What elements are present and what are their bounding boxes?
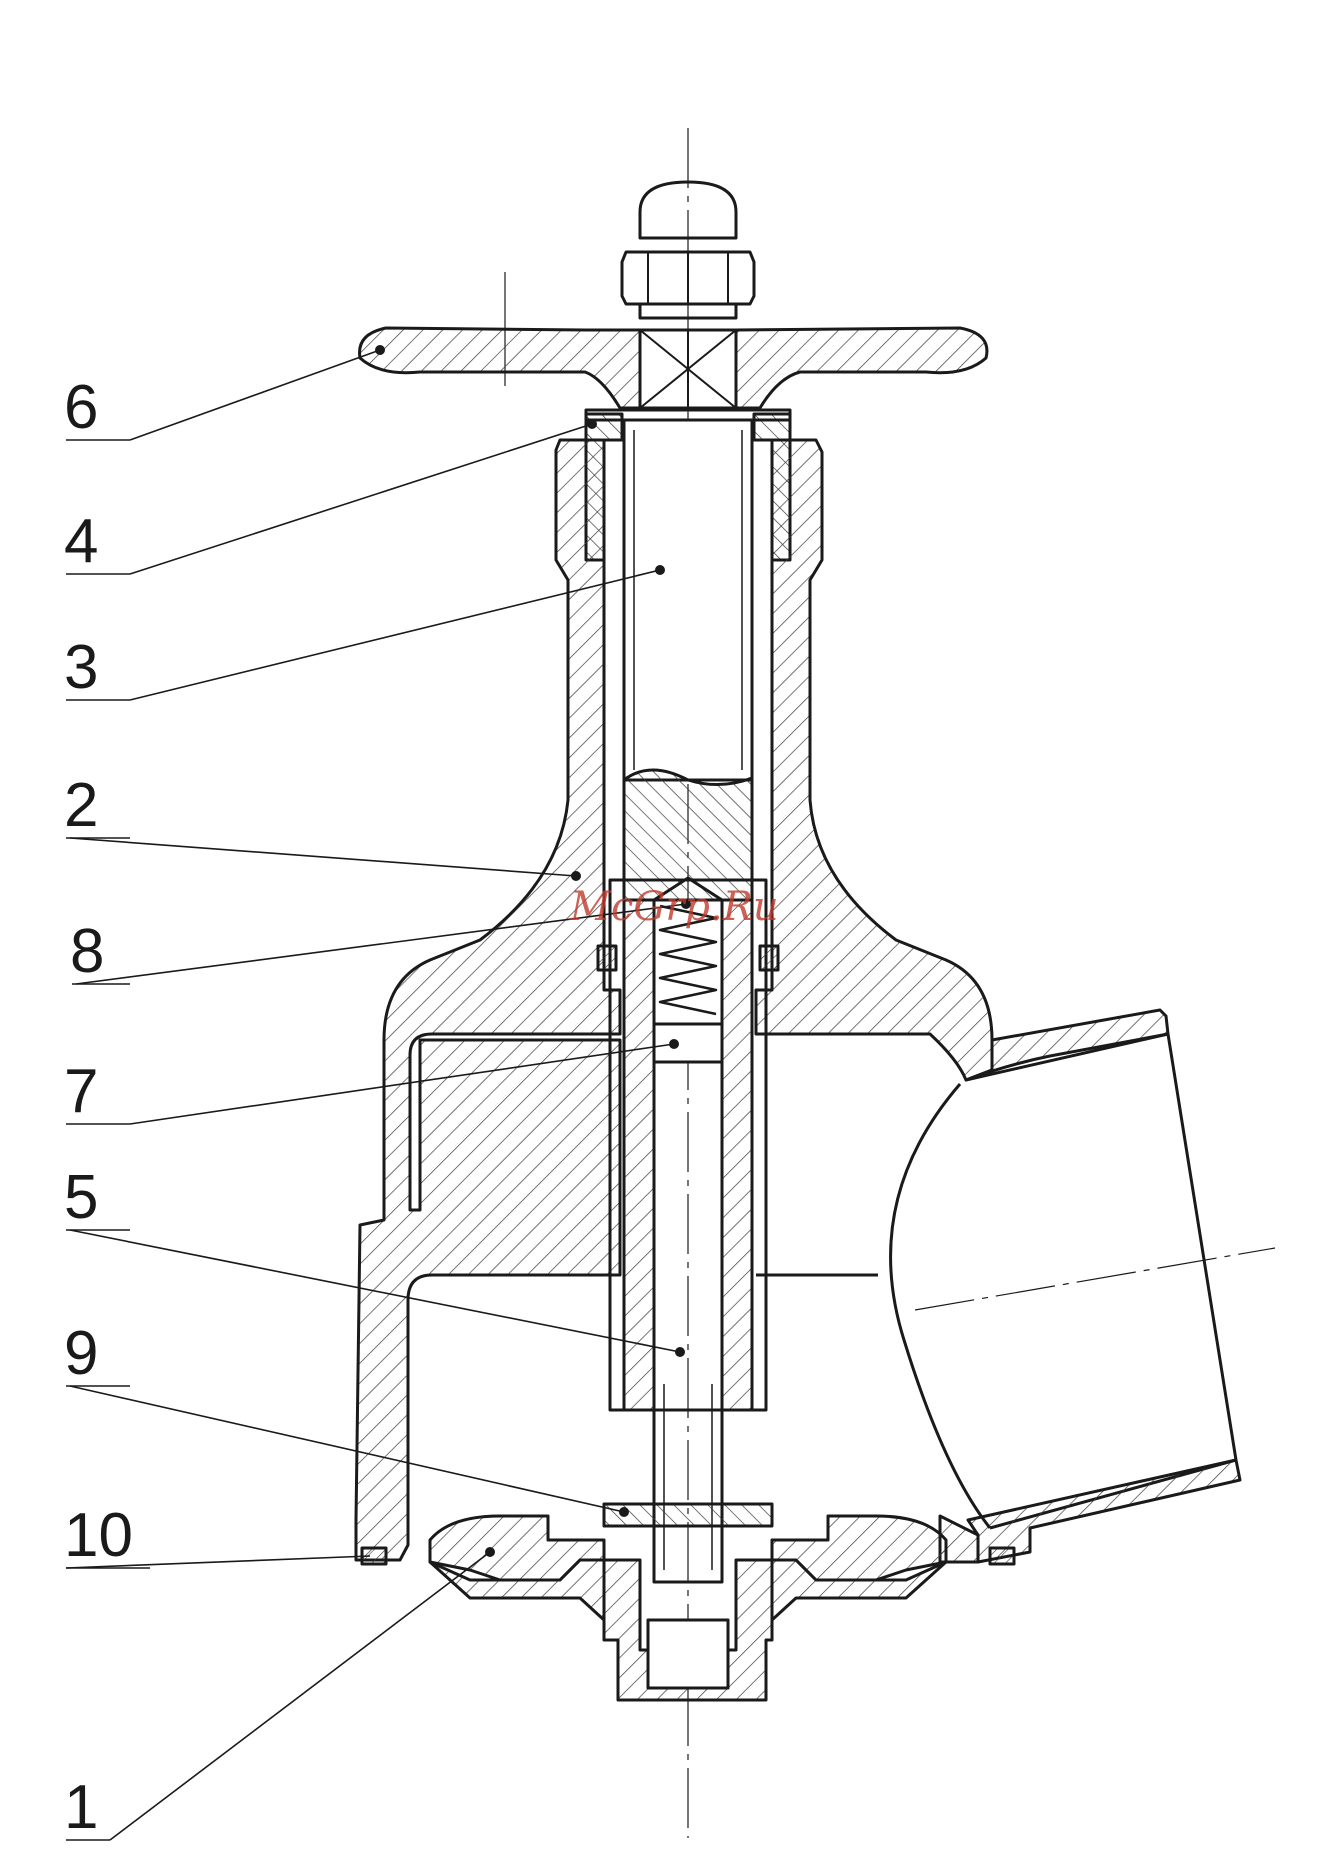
- callout-label-4: 4: [64, 507, 98, 576]
- callout-label-5: 5: [64, 1163, 98, 1232]
- handwheel: [358, 326, 642, 410]
- callout-label-7: 7: [64, 1057, 98, 1126]
- callout-dot-7: [669, 1039, 679, 1049]
- sleeve-outer: [608, 878, 768, 1412]
- callout-label-3: 3: [64, 633, 98, 702]
- seal-right: [988, 1546, 1016, 1566]
- body-left-wall: [354, 438, 622, 1562]
- cap-nut: [638, 180, 738, 240]
- callout-label-8: 8: [70, 917, 104, 986]
- pin: [652, 1022, 724, 1064]
- leader-5: [69, 1229, 681, 1353]
- callout-dot-5: [675, 1347, 685, 1357]
- leader-4: [129, 423, 593, 575]
- callout-dot-3: [655, 565, 665, 575]
- callout-dot-6: [375, 345, 385, 355]
- body-bore-arc: [889, 1083, 992, 1529]
- washer: [638, 302, 738, 320]
- body-right-wall: [754, 438, 994, 1082]
- outlet-bore: [965, 1032, 1238, 1530]
- sleeve-left: [622, 898, 656, 1412]
- outlet-pipe: [964, 1008, 1170, 1082]
- callout-label-1: 1: [64, 1773, 98, 1842]
- callout-label-2: 2: [64, 771, 98, 840]
- callout-label-10: 10: [64, 1501, 133, 1570]
- stem: [652, 1060, 724, 1584]
- callout-dot-9: [619, 1507, 629, 1517]
- callout-dot-1: [485, 1547, 495, 1557]
- leader-8: [75, 903, 687, 985]
- leader-10: [65, 1555, 371, 1569]
- hex-nut: [620, 250, 756, 306]
- washer-9: [602, 1502, 774, 1528]
- o-ring-left: [596, 944, 618, 972]
- callout-dot-2: [571, 871, 581, 881]
- outlet-axis: [914, 1247, 1276, 1311]
- handwheel-right: [734, 326, 989, 410]
- callout-label-9: 9: [64, 1319, 98, 1388]
- watermark-text: McGrp.Ru: [569, 884, 779, 930]
- spring-cone: [653, 876, 723, 902]
- disc-boss: [602, 1558, 774, 1702]
- sleeve-right: [720, 898, 754, 1412]
- leader-1: [109, 1551, 491, 1841]
- o-ring-right: [758, 944, 780, 972]
- leader-7: [129, 1043, 675, 1125]
- leader-9: [69, 1385, 625, 1513]
- callout-label-6: 6: [64, 373, 98, 442]
- leader-6: [129, 349, 381, 441]
- spindle-upper: [622, 418, 754, 782]
- leader-2: [69, 837, 577, 877]
- spring: [658, 904, 718, 1016]
- callout-dot-4: [587, 419, 597, 429]
- spindle-break: [622, 768, 754, 902]
- boss-bore: [646, 1618, 730, 1690]
- leader-3: [129, 569, 661, 701]
- callout-dot-8: [681, 899, 691, 909]
